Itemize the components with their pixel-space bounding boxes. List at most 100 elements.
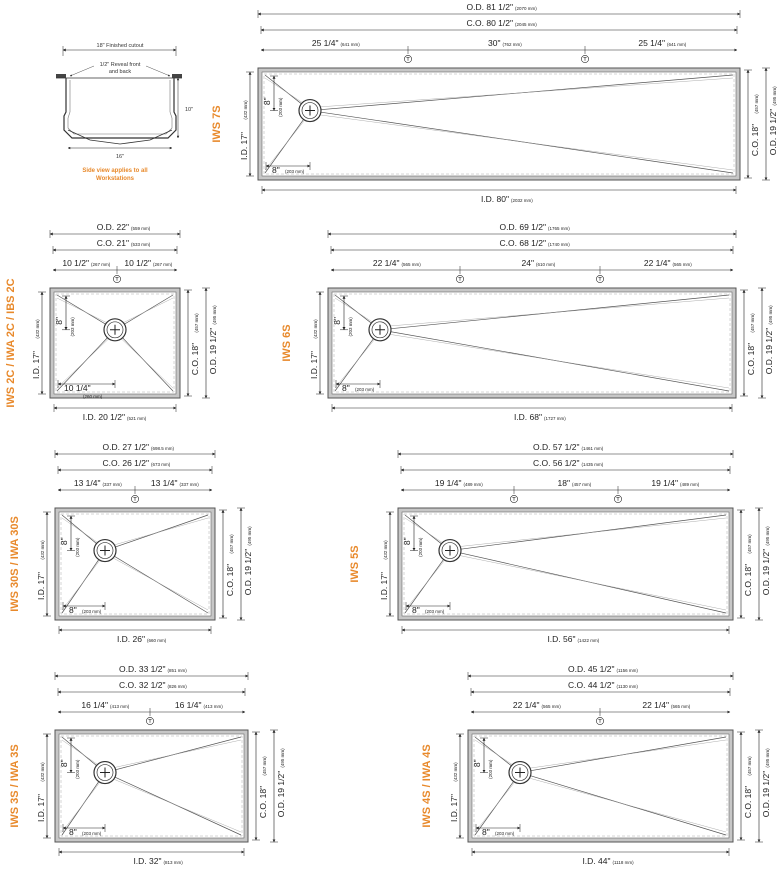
iws4s-id-h-mm: (432 mm): [453, 762, 458, 782]
sink-basin: [53, 291, 177, 395]
iws2c-drain-h-mm: (260 mm): [83, 394, 103, 399]
iws3s-seg2-mm: (413 mm): [204, 704, 224, 709]
iws4s-od-h-mm: (495 mm): [765, 748, 770, 768]
slope-line: [519, 775, 727, 833]
reveal-label-2: and back: [109, 69, 132, 75]
iws3s-od: O.D. 33 1/2": [119, 664, 165, 674]
iws3s-co: C.O. 32 1/2": [119, 680, 165, 690]
iws30s-co-mm: (673 mm): [151, 462, 171, 467]
iws5s-co-h-mm: (457 mm): [747, 534, 752, 554]
iws6s-co-h-mm: (457 mm): [750, 313, 755, 333]
sink-ledge: [263, 73, 735, 175]
iws30s-co-h: C.O. 18": [225, 564, 235, 596]
iws6s-id-h-mm: (432 mm): [313, 319, 318, 339]
side-view: 18" Finished cutout 1/2" Reveal front an…: [56, 43, 193, 182]
iws4s-drain-h-mm: (203 mm): [495, 831, 515, 836]
iws30s-co: C.O. 26 1/2": [103, 458, 149, 468]
iws6s-model-label: IWS 6S: [281, 324, 293, 361]
iws7s-model-label: IWS 7S: [211, 105, 223, 142]
faucet-t-glyph: [598, 277, 602, 281]
sink-ledge: [473, 735, 728, 837]
slope-line: [104, 517, 209, 548]
faucet-t-glyph: [115, 277, 119, 281]
iws7s-co-h: C.O. 18": [750, 124, 760, 156]
drain-cross-icon: [515, 767, 525, 778]
iws7s-diagram: 8"(203 mm)8"(203 mm)O.D. 81 1/2"(2070 mm…: [211, 2, 778, 204]
iws30s-od-h-mm: (495 mm): [247, 526, 252, 546]
iws30s-seg2: 13 1/4": [151, 478, 178, 488]
iws6s-id-h: I.D. 17": [309, 351, 319, 379]
iws30s-drain-v-mm: (203 mm): [75, 537, 80, 557]
iws6s-seg3-mm: (565 mm): [673, 262, 693, 267]
iws6s-seg2-mm: (610 mm): [536, 262, 556, 267]
iws3s-id-h-mm: (432 mm): [40, 762, 45, 782]
iws5s-od-mm: (1461 mm): [582, 446, 604, 451]
iws4s-drain-v-mm: (203 mm): [488, 759, 493, 779]
slope-line: [449, 517, 727, 548]
iws30s-id-h: I.D. 17": [36, 572, 46, 600]
drain-cross-icon: [100, 767, 110, 778]
iws5s-diagram: 8"(203 mm)8"(203 mm)O.D. 57 1/2"(1461 mm…: [349, 442, 771, 644]
reveal-label-1: 1/2" Reveal front: [100, 62, 141, 68]
iws5s-id-w: I.D. 56": [547, 634, 575, 644]
slope-line: [309, 113, 734, 171]
drain-cross-icon: [100, 545, 110, 556]
slope-line: [334, 332, 381, 389]
iws6s-od-h: O.D. 19 1/2": [764, 328, 774, 374]
iws5s-co-mm: (1435 mm): [582, 462, 604, 467]
iws6s-co: C.O. 68 1/2": [500, 238, 546, 248]
iws4s-model-label: IWS 4S / IWA 4S: [421, 744, 433, 827]
slope-line: [104, 739, 242, 770]
iws30s-seg1: 13 1/4": [74, 478, 101, 488]
faucet-t-glyph: [616, 497, 620, 501]
iws5s-seg3-mm: (489 mm): [680, 482, 700, 487]
iws6s-id-w-mm: (1727 mm): [544, 416, 566, 421]
iws4s-od-mm: (1156 mm): [617, 668, 639, 673]
iws6s-co-mm: (1740 mm): [548, 242, 570, 247]
slope-line: [104, 775, 242, 833]
iws6s-drain-v-mm: (203 mm): [348, 317, 353, 337]
iws30s-model-label: IWS 30S / IWA 30S: [9, 516, 21, 612]
iws4s-seg1-mm: (565 mm): [542, 704, 562, 709]
iws4s-diagram: 8"(203 mm)8"(203 mm)O.D. 45 1/2"(1156 mm…: [421, 664, 771, 866]
iws30s-od-h: O.D. 19 1/2": [243, 549, 253, 595]
iws4s-drain-h: 8": [482, 827, 490, 837]
iws2c-od-mm: (559 mm): [131, 226, 151, 231]
iws2c-drain-h: 10 1/4": [64, 383, 91, 393]
iws5s-id-h: I.D. 17": [379, 572, 389, 600]
iws2c-co-mm: (533 mm): [131, 242, 151, 247]
iws6s-co-h: C.O. 18": [746, 343, 756, 375]
iws4s-drain-v: 8": [472, 759, 482, 767]
iws30s-seg2-mm: (337 mm): [180, 482, 200, 487]
iws4s-od-h: O.D. 19 1/2": [761, 771, 771, 817]
iws5s-od-h: O.D. 19 1/2": [761, 549, 771, 595]
iws5s-seg2-mm: (457 mm): [572, 482, 592, 487]
iws3s-seg2: 16 1/4": [175, 700, 202, 710]
sink-basin: [331, 291, 733, 395]
iws3s-od-h: O.D. 19 1/2": [276, 771, 286, 817]
iws30s-drain-h-mm: (203 mm): [82, 609, 102, 614]
iws5s-co: C.O. 56 1/2": [533, 458, 579, 468]
iws7s-od: O.D. 81 1/2": [467, 2, 513, 12]
iws30s-drain-h: 8": [69, 605, 77, 615]
iws7s-id-h: I.D. 17": [239, 132, 249, 160]
iws7s-drain-v-mm: (203 mm): [278, 97, 283, 117]
slope-line: [61, 775, 106, 833]
iws3s-co-h-mm: (457 mm): [262, 756, 267, 776]
faucet-t-glyph: [133, 497, 137, 501]
iws2c-od-h-mm: (495 mm): [212, 305, 217, 325]
iws6s-drain-h-mm: (203 mm): [355, 387, 375, 392]
drain-diagrams: 8"(203 mm)8"(203 mm)O.D. 81 1/2"(2070 mm…: [5, 2, 778, 866]
iws4s-seg1: 22 1/4": [513, 700, 540, 710]
iws5s-co-h: C.O. 18": [743, 564, 753, 596]
side-height: 10": [185, 107, 193, 113]
iws5s-seg2: 18": [558, 478, 570, 488]
iws2c-id-w: I.D. 20 1/2": [83, 412, 125, 422]
iws6s-id-w: I.D. 68": [514, 412, 542, 422]
iws30s-diagram: 8"(203 mm)8"(203 mm)O.D. 27 1/2"(698.5 m…: [9, 442, 253, 644]
iws2c-seg1: 10 1/2": [62, 258, 89, 268]
faucet-t-glyph: [583, 57, 587, 61]
iws5s-drain-v-mm: (203 mm): [418, 537, 423, 557]
slope-line: [379, 297, 730, 327]
iws2c-co: C.O. 21": [97, 238, 129, 248]
